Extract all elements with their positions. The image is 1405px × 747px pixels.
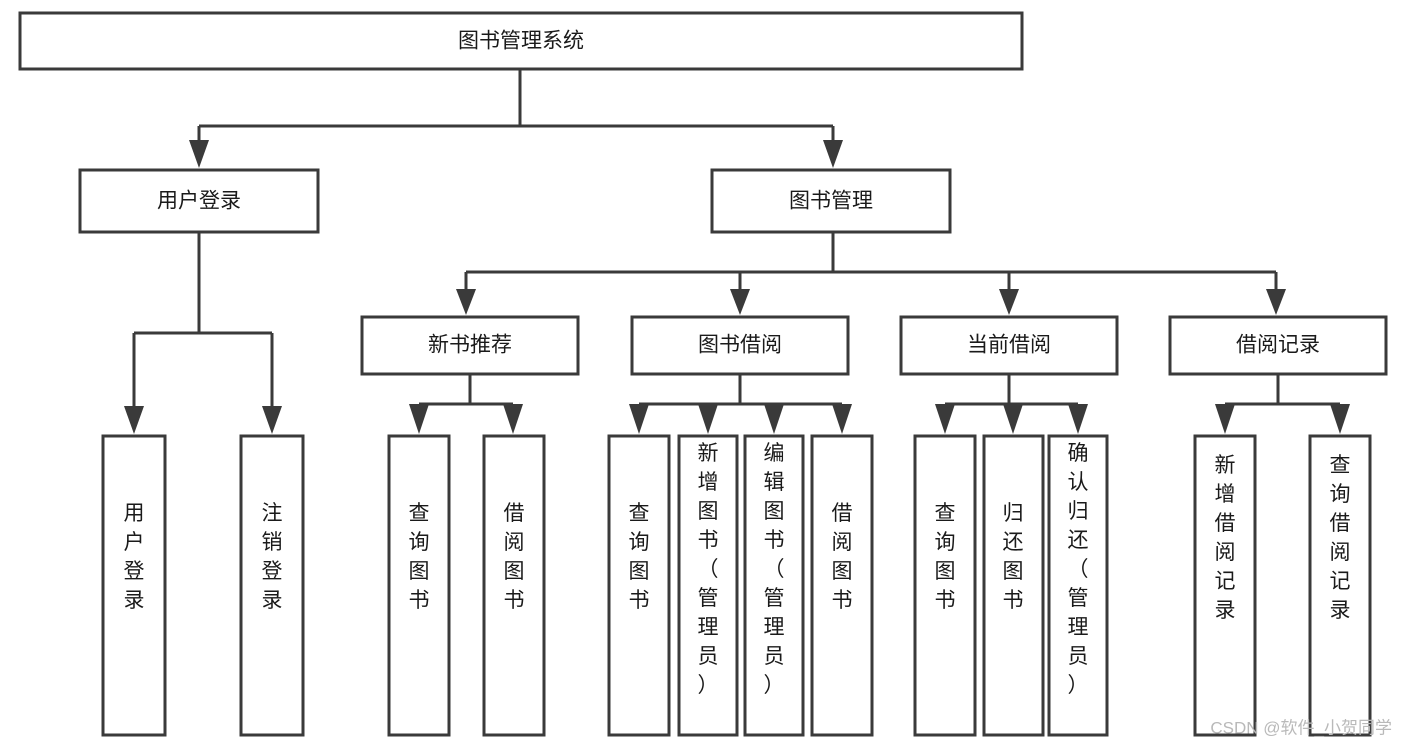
watermark-label: CSDN @软件_小贺同学	[1210, 718, 1392, 737]
node-leaf-add-record-box[interactable]	[1193, 434, 1257, 737]
node-leaf-query-book-2[interactable]: 查询图书	[607, 434, 671, 737]
node-leaf-return-book-box[interactable]	[982, 434, 1045, 737]
node-borrow-record-box[interactable]	[1168, 315, 1388, 376]
node-leaf-edit-book[interactable]: 编辑图书（管理员）	[743, 434, 805, 737]
node-leaf-query-record-box[interactable]	[1308, 434, 1372, 737]
node-leaf-borrow-book-1[interactable]: 借阅图书	[482, 434, 546, 737]
node-leaf-query-book-1[interactable]: 查询图书	[387, 434, 451, 737]
node-leaf-borrow-book-1-label: 借阅图书	[504, 502, 525, 612]
node-new-book-recommend-label: 新书推荐	[428, 334, 512, 357]
node-leaf-add-book-label: 新增图书（管理员）	[698, 442, 719, 697]
node-book-borrow[interactable]: 图书借阅	[630, 315, 850, 376]
node-leaf-user-login-box[interactable]	[101, 434, 167, 737]
node-leaf-return-book[interactable]: 归还图书	[982, 434, 1045, 737]
arrow-head-icon	[1003, 404, 1023, 434]
node-leaf-query-record-label: 查询借阅记录	[1330, 454, 1351, 622]
node-leaf-logout-login[interactable]: 注销登录	[239, 434, 305, 737]
node-leaf-user-login[interactable]: 用户登录	[101, 434, 167, 737]
arrow-head-icon	[262, 406, 282, 434]
node-leaf-query-book-1-box[interactable]	[387, 434, 451, 737]
arrow-head-icon	[698, 404, 718, 434]
node-current-borrow-label: 当前借阅	[967, 334, 1051, 357]
node-leaf-edit-book-label: 编辑图书（管理员）	[764, 442, 785, 697]
node-new-book-recommend-box[interactable]	[360, 315, 580, 376]
node-leaf-query-book-3-label: 查询图书	[935, 502, 956, 612]
node-leaf-confirm-return-label: 确认归还（管理员）	[1068, 442, 1089, 697]
node-leaf-user-login-label: 用户登录	[124, 502, 145, 612]
node-leaf-borrow-book-2[interactable]: 借阅图书	[810, 434, 874, 737]
node-book-borrow-label: 图书借阅	[698, 334, 782, 357]
node-leaf-query-book-2-label: 查询图书	[629, 502, 650, 612]
node-leaf-query-record[interactable]: 查询借阅记录	[1308, 434, 1372, 737]
arrow-head-icon	[730, 289, 750, 315]
arrow-head-icon	[189, 140, 209, 168]
node-new-book-recommend[interactable]: 新书推荐	[360, 315, 580, 376]
connector-layer	[124, 69, 1350, 434]
arrow-head-icon	[999, 289, 1019, 315]
node-leaf-add-book-box[interactable]	[677, 434, 739, 737]
node-root-label: 图书管理系统	[458, 30, 584, 53]
node-leaf-return-book-label: 归还图书	[1003, 502, 1024, 612]
node-book-management-label: 图书管理	[789, 190, 873, 213]
arrow-head-icon	[409, 404, 429, 434]
node-user-login[interactable]: 用户登录	[78, 168, 320, 234]
node-leaf-query-book-2-box[interactable]	[607, 434, 671, 737]
arrow-head-icon	[832, 404, 852, 434]
node-root[interactable]: 图书管理系统	[18, 11, 1024, 71]
arrow-head-icon	[1068, 404, 1088, 434]
node-borrow-record[interactable]: 借阅记录	[1168, 315, 1388, 376]
node-leaf-borrow-book-2-label: 借阅图书	[832, 502, 853, 612]
node-current-borrow-box[interactable]	[899, 315, 1119, 376]
node-leaf-add-record[interactable]: 新增借阅记录	[1193, 434, 1257, 737]
node-leaf-logout-login-label: 注销登录	[262, 502, 283, 612]
node-leaf-confirm-return[interactable]: 确认归还（管理员）	[1047, 434, 1109, 737]
node-leaf-add-book[interactable]: 新增图书（管理员）	[677, 434, 739, 737]
node-leaf-add-record-label: 新增借阅记录	[1215, 454, 1236, 622]
arrow-head-icon	[764, 404, 784, 434]
arrow-head-icon	[456, 289, 476, 315]
node-leaf-borrow-book-2-box[interactable]	[810, 434, 874, 737]
node-leaf-edit-book-box[interactable]	[743, 434, 805, 737]
arrow-head-icon	[935, 404, 955, 434]
node-leaf-confirm-return-box[interactable]	[1047, 434, 1109, 737]
node-leaf-query-book-3[interactable]: 查询图书	[913, 434, 977, 737]
arrow-head-icon	[124, 406, 144, 434]
arrow-head-icon	[1330, 404, 1350, 434]
node-book-borrow-box[interactable]	[630, 315, 850, 376]
arrow-head-icon	[823, 140, 843, 168]
node-leaf-logout-login-box[interactable]	[239, 434, 305, 737]
node-current-borrow[interactable]: 当前借阅	[899, 315, 1119, 376]
node-leaf-query-book-3-box[interactable]	[913, 434, 977, 737]
node-leaf-query-book-1-label: 查询图书	[409, 502, 430, 612]
node-leaf-borrow-book-1-box[interactable]	[482, 434, 546, 737]
arrow-head-icon	[503, 404, 523, 434]
arrow-head-icon	[1266, 289, 1286, 315]
node-root-box[interactable]	[18, 11, 1024, 71]
node-borrow-record-label: 借阅记录	[1236, 334, 1320, 357]
node-user-login-box[interactable]	[78, 168, 320, 234]
node-user-login-label: 用户登录	[157, 190, 241, 213]
arrow-head-icon	[1215, 404, 1235, 434]
node-book-management[interactable]: 图书管理	[710, 168, 952, 234]
arrow-head-icon	[629, 404, 649, 434]
node-book-management-box[interactable]	[710, 168, 952, 234]
